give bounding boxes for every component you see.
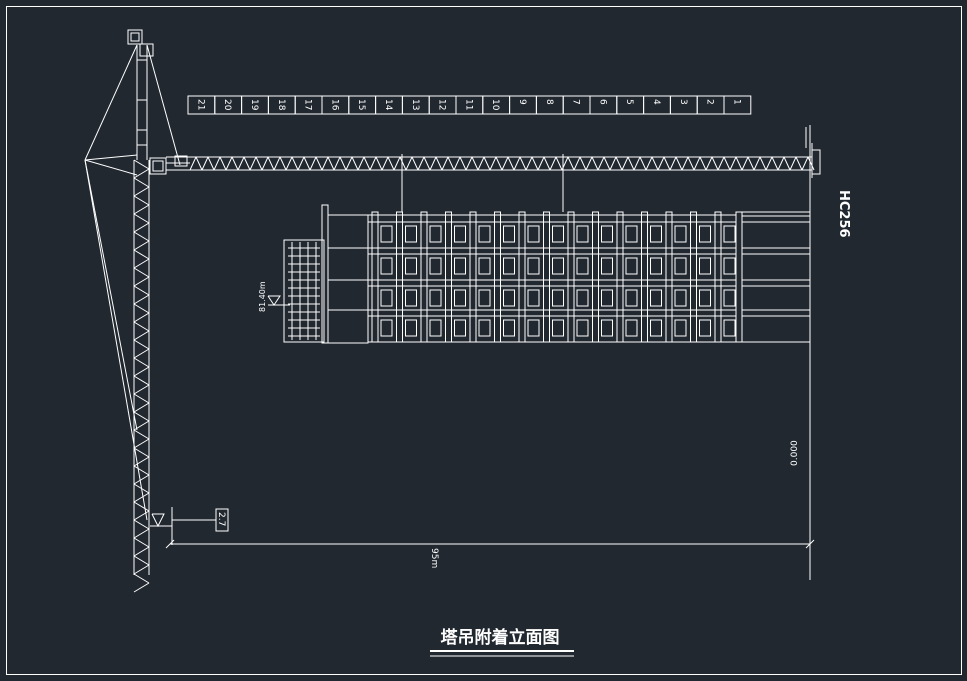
segment-number: 2 [705, 99, 715, 105]
building-height-label: 81.40m [258, 281, 267, 312]
base-level-label: 2.7 [216, 512, 226, 526]
crane-mast [133, 159, 150, 593]
segment-number: 9 [517, 99, 527, 105]
crane-model-label: HC256 [836, 190, 851, 238]
ground-level-label: 0.000 [790, 440, 800, 466]
segment-number: 20 [222, 99, 232, 111]
segment-number: 6 [597, 99, 607, 105]
segment-number: 14 [383, 99, 393, 111]
segment-number: 4 [651, 99, 661, 105]
segment-number: 16 [329, 99, 339, 111]
segment-number: 21 [195, 99, 205, 110]
segment-number: 3 [678, 99, 688, 105]
drawing-frame [6, 6, 962, 675]
height-marker [267, 295, 290, 306]
crane-top [84, 29, 181, 521]
segment-number: 19 [249, 99, 259, 111]
span-label: 95m [429, 548, 439, 568]
building-elevation [283, 204, 811, 344]
segment-number: 1 [731, 99, 741, 105]
segment-number: 8 [544, 99, 554, 105]
crane-jib [166, 127, 821, 212]
drawing-title: 塔吊附着立面图 [441, 627, 560, 648]
segment-number: 17 [303, 99, 313, 110]
segment-number: 5 [624, 99, 634, 105]
segment-number: 12 [437, 99, 447, 110]
segment-number: 15 [356, 99, 366, 110]
span-dimension [165, 539, 815, 549]
segment-number: 10 [490, 99, 500, 111]
segment-number: 13 [410, 99, 420, 110]
segment-number: 11 [463, 99, 473, 110]
segment-number: 7 [571, 99, 581, 105]
segment-number: 18 [276, 99, 286, 111]
segment-cell [723, 95, 752, 115]
base-level-marker [150, 507, 229, 545]
